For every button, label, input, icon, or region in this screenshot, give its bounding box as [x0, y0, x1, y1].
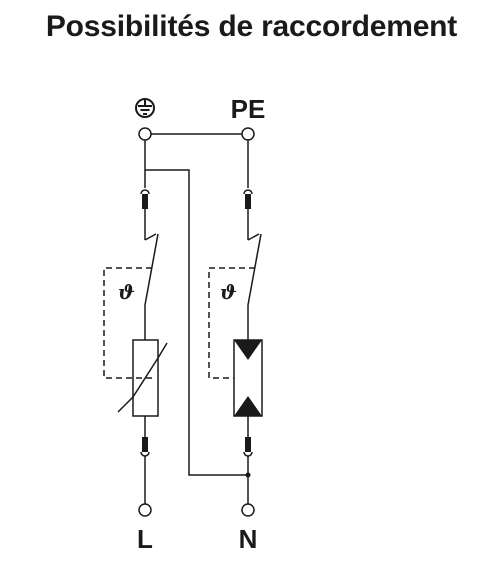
left-branch [103, 189, 168, 517]
page-title: Possibilités de raccordement [45, 10, 458, 43]
thermal-symbol-right: ϑ [220, 280, 237, 304]
thermal-box-right [208, 267, 255, 379]
earth-terminal [138, 127, 152, 141]
pe-label: PE [231, 94, 266, 124]
thermal-box-left [103, 267, 152, 379]
l-terminal [138, 503, 152, 517]
switch-left [144, 233, 159, 306]
n-label: N [239, 524, 258, 554]
switch-right [247, 233, 262, 306]
pe-terminal [241, 127, 255, 141]
fuse-right-bottom [245, 437, 251, 452]
l-label: L [137, 524, 153, 554]
fuse-left-bottom [142, 437, 148, 452]
thermal-symbol-left: ϑ [118, 280, 135, 304]
protective-earth-icon [135, 98, 155, 118]
right-branch [208, 140, 263, 517]
junction-dot [245, 472, 251, 478]
n-terminal [241, 503, 255, 517]
fuse-right-top [245, 194, 251, 209]
fuse-left-top [142, 194, 148, 209]
earth-bridge [144, 140, 248, 476]
